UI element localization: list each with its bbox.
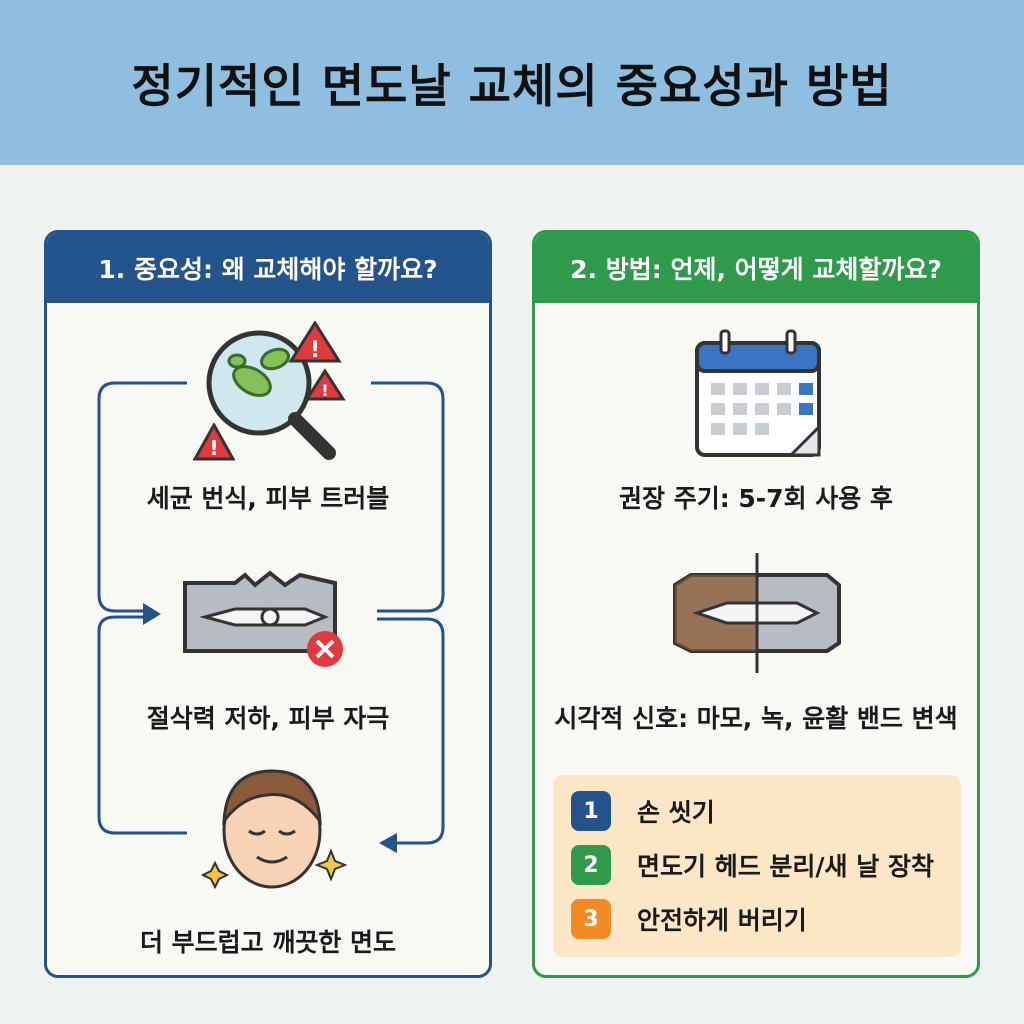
dull-blade-icon xyxy=(183,570,343,667)
step-3-number: 3 xyxy=(571,899,611,939)
cycle-arrows xyxy=(97,381,445,853)
page-title: 정기적인 면도날 교체의 중요성과 방법 xyxy=(131,58,893,113)
steps-box: 1 손 씻기 2 면도기 헤드 분리/새 날 장착 3 안전하게 버리기 xyxy=(553,775,961,957)
method-panel: 2. 방법: 언제, 어떻게 교체할까요? 권장 주기: 5-7회 사용 후 시… xyxy=(532,230,980,978)
step-2: 2 면도기 헤드 분리/새 날 장착 xyxy=(571,843,934,887)
importance-panel-header: 1. 중요성: 왜 교체해야 할까요? xyxy=(47,233,489,303)
step-2-number: 2 xyxy=(571,845,611,885)
smooth-shave-caption: 더 부드럽고 깨끗한 면도 xyxy=(139,928,397,957)
step-2-label: 면도기 헤드 분리/새 날 장착 xyxy=(637,852,934,881)
svg-text:!: ! xyxy=(310,338,320,363)
calendar-icon xyxy=(695,329,821,457)
svg-text:!: ! xyxy=(321,381,328,400)
step-1-label: 손 씻기 xyxy=(637,798,715,827)
step-3-label: 안전하게 버리기 xyxy=(637,906,807,935)
smooth-face-icon xyxy=(200,769,347,890)
importance-panel: 1. 중요성: 왜 교체해야 할까요? ! ! ! 세균 번식, 피부 트러블 xyxy=(44,230,492,978)
rusty-vs-new-blade-icon xyxy=(673,553,841,673)
step-1-number: 1 xyxy=(571,791,611,831)
dull-blade-caption: 절삭력 저하, 피부 자극 xyxy=(146,704,390,733)
title-band: 정기적인 면도날 교체의 중요성과 방법 xyxy=(0,0,1024,165)
bacteria-caption: 세균 번식, 피부 트러블 xyxy=(146,484,390,513)
step-3: 3 안전하게 버리기 xyxy=(571,897,807,941)
step-1: 1 손 씻기 xyxy=(571,789,715,833)
svg-text:!: ! xyxy=(209,436,218,460)
warning-icon: ! xyxy=(193,423,235,461)
method-panel-header: 2. 방법: 언제, 어떻게 교체할까요? xyxy=(535,233,977,303)
visual-signs-caption: 시각적 신호: 마모, 녹, 윤활 밴드 변색 xyxy=(554,704,958,733)
bacteria-magnifier-icon: ! ! xyxy=(206,321,346,460)
cycle-caption: 권장 주기: 5-7회 사용 후 xyxy=(619,484,893,513)
